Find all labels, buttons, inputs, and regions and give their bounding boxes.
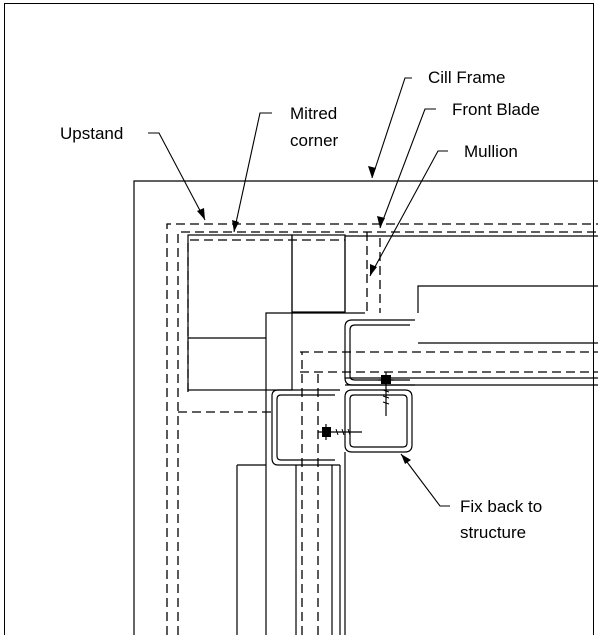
leader-cill-frame (368, 77, 412, 179)
screw-top (378, 372, 394, 416)
inner-dashed-line (177, 231, 598, 635)
outer-dashed-line (166, 223, 598, 635)
upstand-inner-block (291, 234, 346, 313)
front-blade-outline (265, 312, 365, 635)
drawing-border (4, 3, 594, 635)
label-mitred-line2: corner (290, 131, 339, 150)
cill-frame-outline (133, 180, 598, 635)
mullion-profile-left (271, 389, 340, 466)
label-cill-frame: Cill Frame (428, 68, 505, 87)
upstand-dashed-edge (187, 239, 345, 392)
label-mullion: Mullion (464, 142, 518, 161)
label-fix-line2: structure (460, 523, 526, 542)
label-mitred-line1: Mitred (290, 104, 337, 123)
mullion-profile-left-inner (276, 394, 335, 461)
leader-mitred-corner (232, 112, 272, 233)
leader-fix-back (400, 453, 450, 507)
label-front-blade: Front Blade (452, 100, 540, 119)
mullion-profile-top-inner (349, 324, 410, 381)
fixing-bracket-inner (349, 394, 408, 448)
cill-step-line (417, 285, 598, 313)
leader-mullion (369, 150, 448, 277)
fixing-bracket-profile (344, 389, 413, 453)
leader-upstand (148, 132, 206, 221)
screw-left (318, 424, 362, 440)
label-fix-line1: Fix back to (460, 497, 542, 516)
mullion-profile-top (344, 319, 415, 386)
leader-front-blade (377, 108, 436, 229)
label-upstand: Upstand (60, 124, 123, 143)
